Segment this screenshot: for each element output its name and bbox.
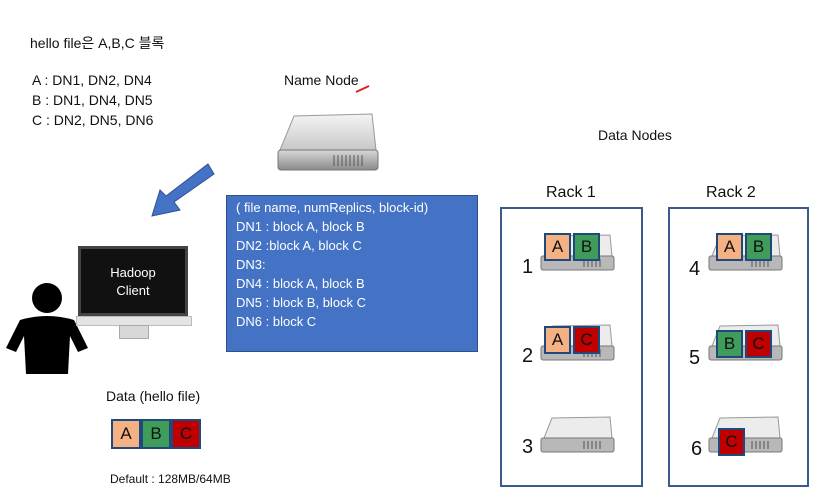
rack-1-box — [500, 207, 643, 487]
file-blocks-strip: A B C — [111, 419, 203, 449]
mapping-line: C : DN2, DN5, DN6 — [32, 112, 154, 128]
metadata-line: DN1 : block A, block B — [236, 219, 365, 234]
hadoop-client-monitor: Hadoop Client — [78, 246, 188, 316]
client-label-line1: Hadoop — [110, 265, 156, 280]
data-node-number: 2 — [522, 345, 534, 367]
metadata-line: DN3: — [236, 257, 266, 272]
block-mapping-list: A : DN1, DN2, DN4 B : DN1, DN4, DN5 C : … — [32, 70, 153, 130]
user-person-icon — [6, 283, 88, 374]
mapping-line: B : DN1, DN4, DN5 — [32, 92, 153, 108]
default-block-size-label: Default : 128MB/64MB — [110, 472, 231, 486]
data-node-number: 6 — [691, 438, 703, 460]
block-b: B — [745, 233, 772, 261]
name-node-metadata-box: ( file name, numReplics, block-id) DN1 :… — [226, 195, 478, 352]
rack-1-label: Rack 1 — [546, 184, 596, 201]
server-icon — [540, 416, 615, 453]
data-file-label: Data (hello file) — [106, 388, 201, 404]
metadata-line: DN6 : block C — [236, 314, 317, 329]
red-tick-mark — [355, 85, 370, 93]
request-arrow-icon — [151, 163, 215, 217]
file-title: hello file은 A,B,C 블록 — [30, 35, 165, 51]
block-b: B — [141, 419, 171, 449]
data-node-number: 5 — [689, 347, 701, 369]
metadata-line: ( file name, numReplics, block-id) — [236, 200, 429, 215]
block-a: A — [716, 233, 743, 261]
data-nodes-label: Data Nodes — [598, 127, 672, 143]
block-b: B — [716, 330, 743, 358]
name-node-label: Name Node — [284, 72, 359, 88]
metadata-line: DN5 : block B, block C — [236, 295, 367, 310]
name-node-server-icon — [277, 113, 379, 171]
metadata-line: DN2 :block A, block C — [236, 238, 362, 253]
block-c: C — [171, 419, 201, 449]
block-a: A — [544, 326, 571, 354]
block-a: A — [111, 419, 141, 449]
data-node-number: 4 — [689, 258, 701, 280]
monitor-stand — [119, 325, 149, 339]
block-a: A — [544, 233, 571, 261]
data-node-number: 3 — [522, 436, 534, 458]
block-c: C — [745, 330, 772, 358]
block-b: B — [573, 233, 600, 261]
data-node-number: 1 — [522, 256, 534, 278]
block-c: C — [718, 428, 745, 456]
block-c: C — [573, 326, 600, 354]
rack-2-label: Rack 2 — [706, 184, 756, 201]
mapping-line: A : DN1, DN2, DN4 — [32, 72, 152, 88]
metadata-line: DN4 : block A, block B — [236, 276, 365, 291]
client-label-line2: Client — [116, 283, 150, 298]
rack-2-box — [668, 207, 809, 487]
